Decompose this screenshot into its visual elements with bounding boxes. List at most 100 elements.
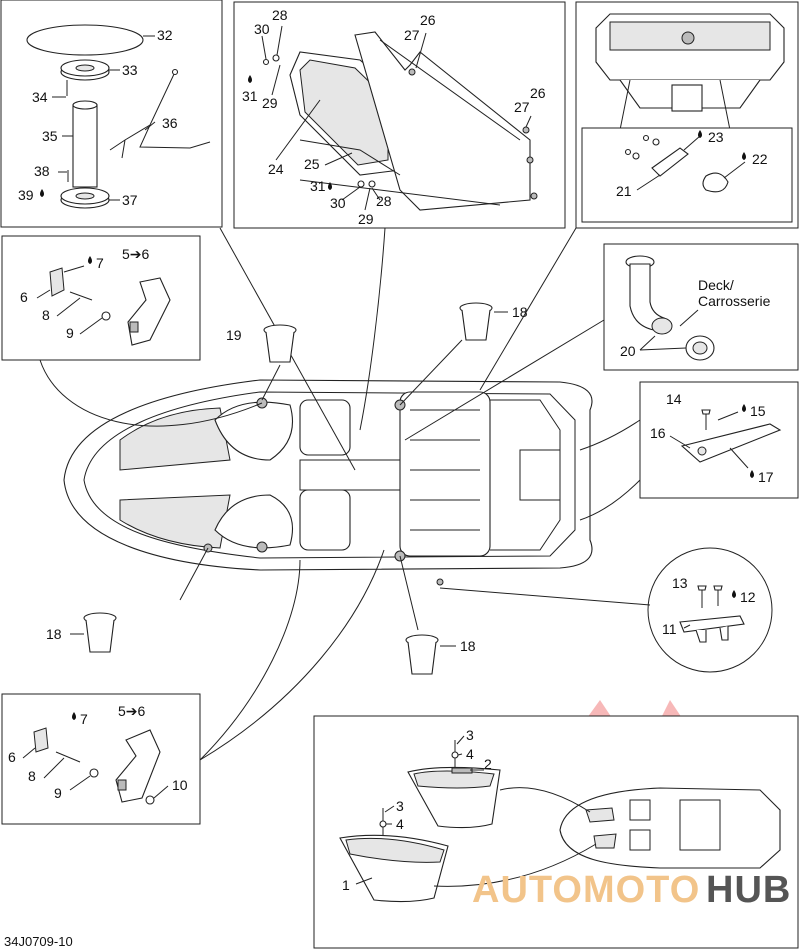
sealant-drop-icon <box>732 590 736 598</box>
leader-line <box>456 735 465 745</box>
label-6-bottom: 6 <box>8 749 16 765</box>
cup-holder-18-left <box>83 612 117 653</box>
label-10: 10 <box>172 777 188 793</box>
label-3-bottom: 3 <box>396 798 404 814</box>
label-26-top: 26 <box>420 12 436 28</box>
label-38: 38 <box>34 163 50 179</box>
label-32: 32 <box>157 27 173 43</box>
label-30-bottom: 30 <box>330 195 346 211</box>
leader-line <box>639 335 656 351</box>
watermark-text-part1: AUTOMOTO <box>472 869 700 911</box>
label-15: 15 <box>750 403 766 419</box>
sealant-drop-icon <box>698 130 702 138</box>
leader-line <box>717 411 739 421</box>
label-9-bottom: 9 <box>54 785 62 801</box>
leader-line <box>683 624 691 629</box>
label-39: 39 <box>18 187 34 203</box>
table-parts <box>26 24 211 209</box>
label-27-top: 27 <box>404 27 420 43</box>
sealant-drop-icon <box>40 189 44 197</box>
label-18-top: 18 <box>512 304 528 320</box>
leader-line <box>63 265 85 273</box>
label-23: 23 <box>708 129 724 145</box>
leader-line <box>384 805 395 813</box>
sealant-drop-icon <box>742 152 746 160</box>
leader-line <box>22 747 36 759</box>
leader-line <box>36 289 51 299</box>
label-30-top: 30 <box>254 21 270 37</box>
cup-holder-18-top <box>459 302 493 341</box>
label-16: 16 <box>650 425 666 441</box>
label-34: 34 <box>32 89 48 105</box>
label-5-6-bottom: 5➔6 <box>118 703 146 719</box>
label-29-bottom: 29 <box>358 211 374 227</box>
cleat-detail-circle <box>647 547 773 673</box>
label-28-bottom: 28 <box>376 193 392 209</box>
label-14: 14 <box>666 391 682 407</box>
leader-line <box>729 447 749 469</box>
handle-parts-bottom <box>33 727 161 805</box>
label-17: 17 <box>758 469 774 485</box>
deck-note-line2: Carrosserie <box>698 293 771 309</box>
leader-line <box>56 297 81 317</box>
leader-line <box>69 775 91 791</box>
handle-detail-box-bottom <box>1 693 201 825</box>
stern-leaders <box>636 135 746 191</box>
windshield-leaders <box>261 25 532 211</box>
leader-line <box>43 757 65 779</box>
label-28-top: 28 <box>272 7 288 23</box>
leader-line <box>669 435 691 449</box>
label-29-top: 29 <box>262 95 278 111</box>
label-20: 20 <box>620 343 636 359</box>
label-18-bottom: 18 <box>460 638 476 654</box>
table-leaders <box>52 35 156 201</box>
deck-note-line1: Deck/ <box>698 277 734 293</box>
storage-parts <box>339 740 781 903</box>
boat-hull-top-view <box>63 379 593 586</box>
label-4-bottom: 4 <box>396 816 404 832</box>
label-31-bottom: 31 <box>310 178 326 194</box>
label-2: 2 <box>484 756 492 772</box>
handle-parts-top <box>49 267 171 346</box>
sealant-drop-icon <box>742 404 746 412</box>
drain-parts <box>625 255 715 361</box>
leader-line <box>355 877 373 885</box>
label-19: 19 <box>226 327 242 343</box>
label-27-right: 27 <box>514 99 530 115</box>
label-5-6-top: 5➔6 <box>122 246 150 262</box>
sealant-drop-icon <box>328 182 332 190</box>
main-view-leaders <box>39 227 651 761</box>
label-8-bottom: 8 <box>28 768 36 784</box>
label-6-top: 6 <box>20 289 28 305</box>
label-35: 35 <box>42 128 58 144</box>
sealant-drop-icon <box>750 470 754 478</box>
label-7-top: 7 <box>96 255 104 271</box>
label-4-top: 4 <box>466 746 474 762</box>
label-13: 13 <box>672 575 688 591</box>
sealant-drop-icon <box>248 75 252 83</box>
cup-holder-18-bottom <box>405 634 439 675</box>
sealant-drop-icon <box>88 256 92 264</box>
windshield-parts <box>262 31 538 211</box>
leader-line <box>679 309 699 327</box>
label-24: 24 <box>268 161 284 177</box>
label-3-top: 3 <box>466 727 474 743</box>
label-22: 22 <box>752 151 768 167</box>
cleat-parts <box>679 585 745 643</box>
label-9-top: 9 <box>66 325 74 341</box>
label-33: 33 <box>122 62 138 78</box>
label-7-bottom: 7 <box>80 711 88 727</box>
label-1: 1 <box>342 877 350 893</box>
watermark-text-part2: HUB <box>706 869 791 911</box>
leader-line <box>153 785 169 799</box>
label-8-top: 8 <box>42 307 50 323</box>
label-26-right: 26 <box>530 85 546 101</box>
leader-line <box>457 753 463 756</box>
label-36: 36 <box>162 115 178 131</box>
drawing-code: 34J0709-10 <box>4 934 73 949</box>
sealant-drop-icon <box>72 712 76 720</box>
leader-line <box>639 347 687 351</box>
label-25: 25 <box>304 156 320 172</box>
label-11: 11 <box>662 621 677 637</box>
